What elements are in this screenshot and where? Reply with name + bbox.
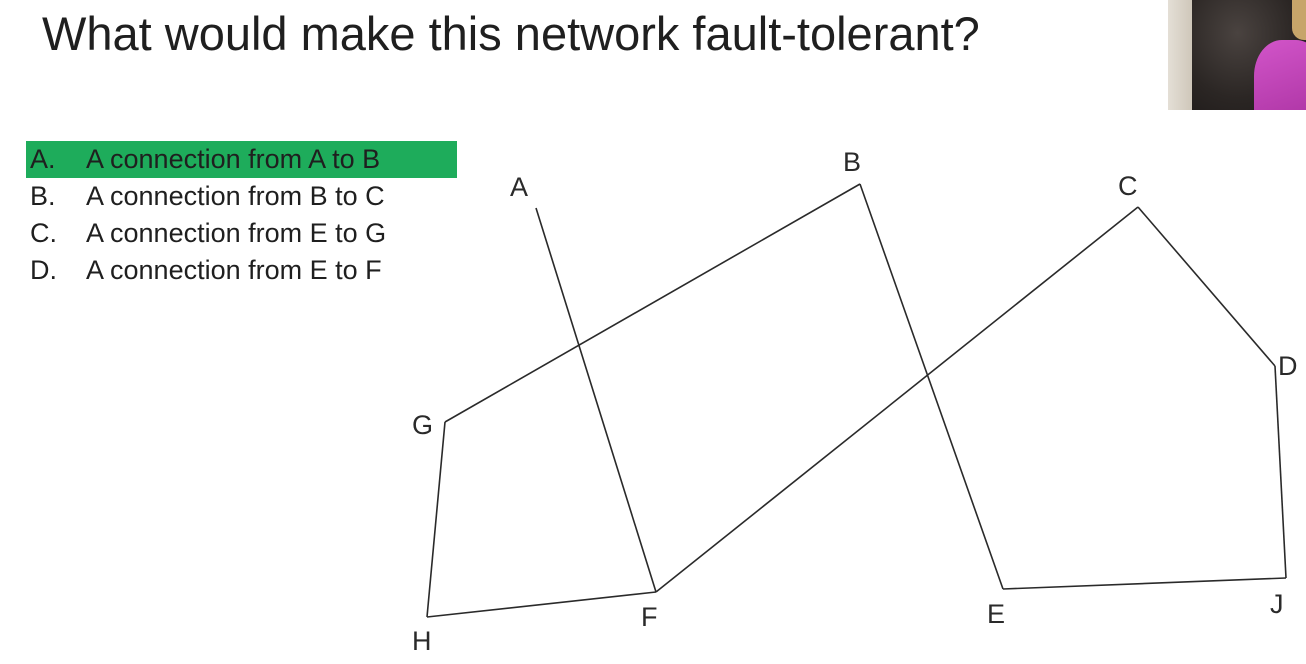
option-a[interactable]: A. A connection from A to B (26, 141, 457, 178)
node-label-e: E (987, 599, 1006, 629)
node-label-d: D (1278, 351, 1298, 381)
node-label-j: J (1270, 589, 1284, 619)
presenter-webcam (1168, 0, 1306, 110)
node-label-h: H (412, 626, 432, 656)
edge-d-j (1274, 365, 1287, 579)
edge-h-f (426, 591, 657, 618)
option-c-letter: C. (30, 218, 57, 248)
edge-b-e (859, 183, 1004, 590)
option-b-text: A connection from B to C (86, 181, 385, 211)
node-label-a: A (510, 172, 529, 202)
option-c-text: A connection from E to G (86, 218, 387, 248)
option-a-text: A connection from A to B (86, 144, 381, 174)
option-d-letter: D. (30, 255, 57, 285)
node-label-b: B (843, 147, 862, 177)
edge-g-b (444, 183, 861, 423)
edge-g-h (426, 421, 446, 618)
edge-c-d (1137, 206, 1276, 367)
node-label-g: G (412, 410, 434, 440)
edge-a-f (535, 207, 657, 593)
option-d[interactable]: D. A connection from E to F (0, 252, 431, 289)
answer-options: A. A connection from A to B B. A connect… (0, 141, 457, 289)
node-label-f: F (641, 602, 658, 632)
edge-j-e (1002, 577, 1287, 590)
presenter-icon (1254, 40, 1306, 110)
option-b-letter: B. (30, 181, 56, 211)
option-a-letter: A. (30, 144, 56, 174)
option-b[interactable]: B. A connection from B to C (0, 178, 431, 215)
edge-f-c (655, 206, 1139, 593)
option-c[interactable]: C. A connection from E to G (0, 215, 431, 252)
node-label-c: C (1118, 171, 1138, 201)
presenter-hair (1292, 0, 1306, 40)
option-d-text: A connection from E to F (86, 255, 382, 285)
webcam-background-wall (1168, 0, 1192, 110)
slide-title: What would make this network fault-toler… (42, 7, 980, 60)
